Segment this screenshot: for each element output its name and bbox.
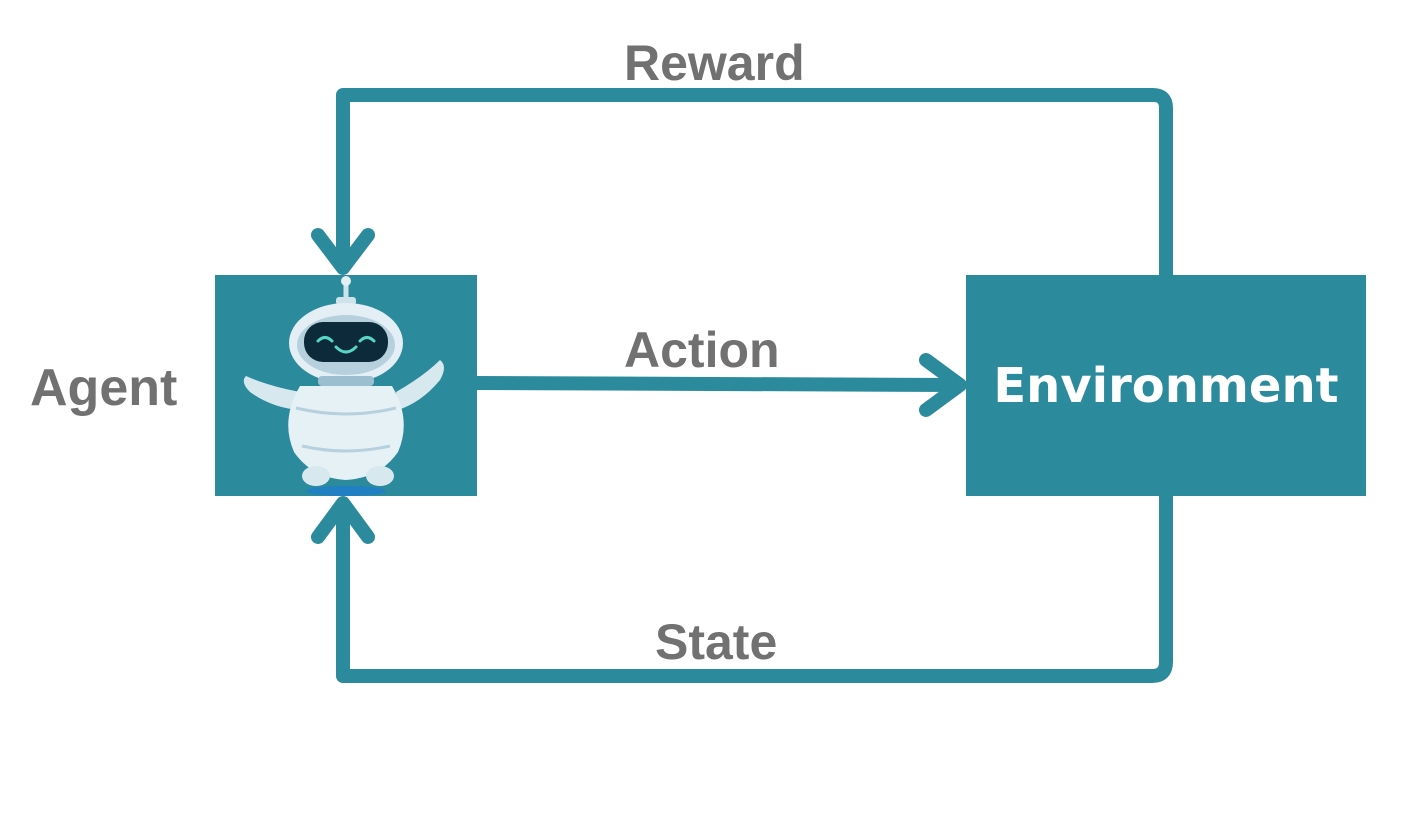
reward-label: Reward [624,35,805,91]
state-label: State [655,614,778,670]
robot-icon [243,276,444,496]
action-arrowhead [919,353,967,417]
action-arrow [476,376,959,392]
agent-label: Agent [30,359,178,417]
reward-arrow [336,88,1173,275]
reward-arrowhead [311,228,375,275]
environment-label: Environment [993,357,1339,414]
action-label: Action [624,322,780,378]
environment-box [966,275,1366,496]
state-arrow [336,496,1173,683]
state-arrowhead [311,496,375,544]
